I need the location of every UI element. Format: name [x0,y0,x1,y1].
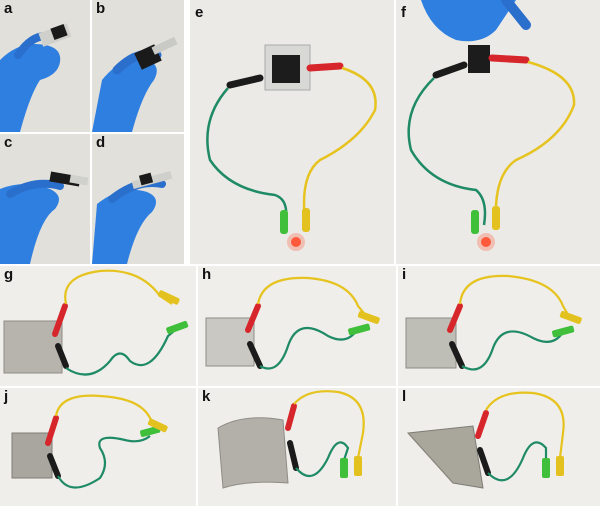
panel-l-label: l [402,388,407,405]
panel-a-label: a [4,0,13,17]
photo-foil-pouch-circuit-creased [405,274,582,371]
panel-g-label: g [4,266,14,283]
panel-g: g [0,266,196,386]
panel-b-label: b [96,0,106,17]
panel-e-label: e [195,4,204,21]
panel-i: i [398,266,600,386]
panel-k-label: k [202,388,211,405]
photo-foil-pouch-circuit-curved [217,390,365,489]
panel-a: a [0,0,90,132]
panel-d: d [92,134,184,264]
panel-j-label: j [4,388,9,405]
photo-foil-pouch-circuit-crumpled [406,391,565,489]
photo-foil-pouch-circuit-rolled [11,394,168,489]
panel-i-label: i [402,266,407,283]
panel-h-label: h [202,266,212,283]
photo-gloved-hand-holding-sample [0,23,72,132]
photo-led-circuit-flat-sample [206,44,377,251]
panel-d-label: d [96,134,106,151]
photo-foil-pouch-circuit-flat [3,269,189,376]
panel-f-label: f [401,4,406,21]
panel-b: b [92,0,184,132]
panel-c-label: c [4,134,13,151]
panel-c: c [0,134,90,264]
panel-f: f [396,0,600,264]
panel-h: h [198,266,396,386]
photo-gloved-hand-twisting-sample [0,171,89,264]
photo-gloved-hand-stretching-sample [92,170,173,264]
panel-j: j [0,388,196,506]
photo-gloved-hand-bending-sample [92,36,178,132]
photo-foil-pouch-circuit-folded [205,276,380,370]
panel-k: k [198,388,396,506]
photo-led-circuit-bent-sample [407,0,576,251]
panel-e: e [190,0,394,264]
panel-l: l [398,388,600,506]
